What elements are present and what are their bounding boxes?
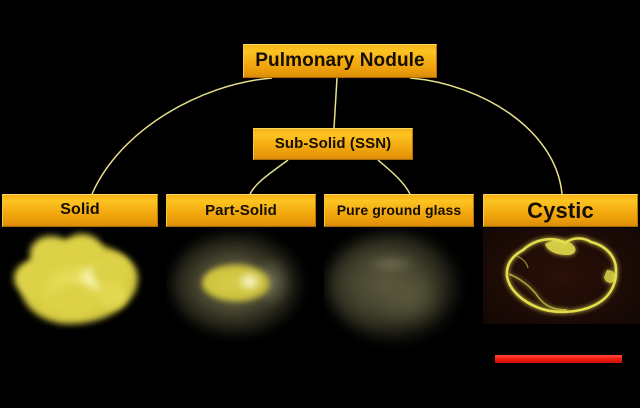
node-pulmonary-nodule-label: Pulmonary Nodule [255,50,425,72]
node-pure-ground-glass-label: Pure ground glass [336,202,462,219]
node-solid-label: Solid [60,201,100,219]
scale-bar [495,355,622,363]
connector-root-to-subsolid [333,77,338,129]
solid-nodule-lobe [14,262,48,294]
part-solid-solid-core [202,264,270,302]
connector-root-to-cystic [409,77,563,195]
part-solid-nodule-image [166,228,316,408]
cystic-wall-outline [505,237,618,314]
connector-subsolid-to-pgg [377,159,411,195]
node-sub-solid-label: Sub-Solid (SSN) [274,135,392,153]
node-pulmonary-nodule[interactable]: Pulmonary Nodule [243,44,437,78]
solid-nodule-lobe [100,282,126,308]
pure-ground-glass-haze-lobe [380,272,442,324]
node-solid[interactable]: Solid [2,194,158,227]
connector-root-to-solid [91,77,273,195]
node-pure-ground-glass[interactable]: Pure ground glass [324,194,474,227]
node-part-solid[interactable]: Part-Solid [166,194,316,227]
node-part-solid-label: Part-Solid [205,201,277,219]
node-cystic-label: Cystic [527,197,594,223]
pure-ground-glass-bright-zone [368,256,414,272]
node-sub-solid[interactable]: Sub-Solid (SSN) [253,128,413,160]
connector-subsolid-to-partsolid [249,159,289,195]
solid-nodule-lobe [52,284,96,314]
cystic-nodule-image [483,228,640,408]
node-cystic[interactable]: Cystic [483,194,638,227]
pure-ground-glass-nodule-image [324,228,474,408]
solid-nodule-image [0,228,158,408]
